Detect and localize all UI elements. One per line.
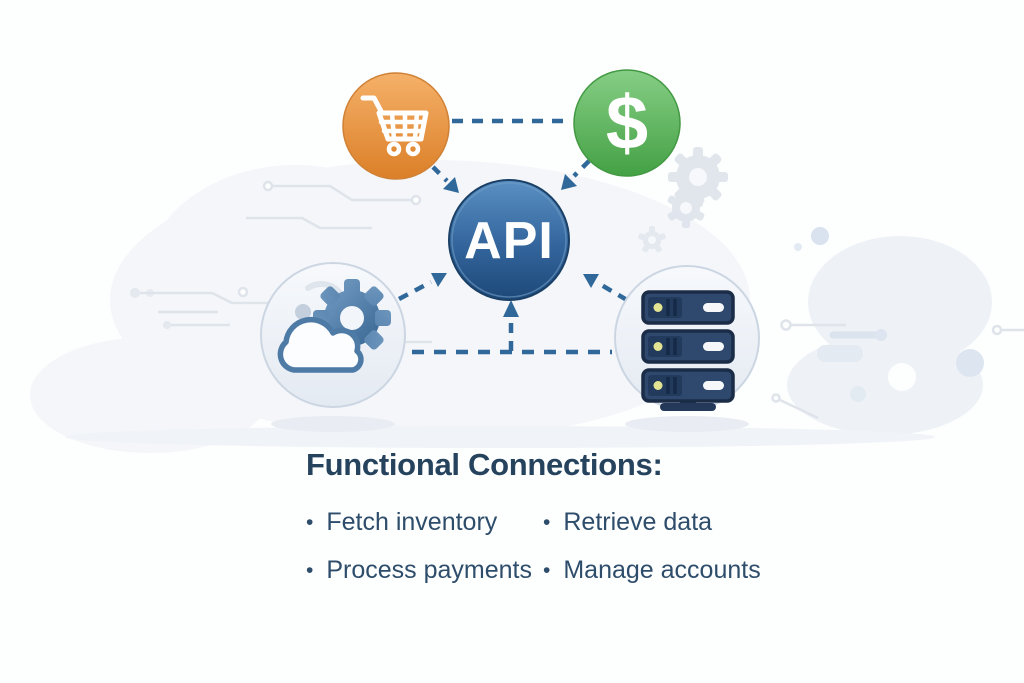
bullet-icon: • <box>306 511 314 534</box>
bullet-list: • Fetch inventory • Retrieve data • Proc… <box>306 508 786 585</box>
list-item-label: Fetch inventory <box>326 508 498 536</box>
connector-cart-api <box>431 165 449 183</box>
functional-connections-panel: Functional Connections: • Fetch inventor… <box>306 447 786 585</box>
list-item-label: Manage accounts <box>563 556 761 584</box>
list-item-fetch-inventory: • Fetch inventory <box>306 508 543 537</box>
connector-cloud-api <box>397 280 433 301</box>
arrowheads <box>431 174 599 317</box>
api-node: API <box>448 179 570 301</box>
shopping-cart-icon <box>360 95 429 157</box>
cloud-gear-node <box>260 262 406 408</box>
list-item-label: Retrieve data <box>563 508 713 536</box>
connectors <box>397 118 629 355</box>
decorative-gears-icon <box>638 147 728 253</box>
cloud-icon <box>277 316 364 373</box>
dollar-icon: $ <box>606 81 648 166</box>
list-item-process-payments: • Process payments <box>306 556 543 585</box>
list-item-label: Process payments <box>326 556 532 584</box>
gear-icon <box>313 279 391 357</box>
bullet-icon: • <box>543 559 551 582</box>
bullet-icon: • <box>306 559 314 582</box>
server-stack-icon <box>641 290 735 411</box>
list-item-manage-accounts: • Manage accounts <box>543 556 786 585</box>
api-label: API <box>464 212 554 270</box>
connector-server-api <box>596 281 629 302</box>
connector-dollar-api <box>572 159 591 178</box>
list-item-retrieve-data: • Retrieve data <box>543 508 786 537</box>
panel-title: Functional Connections: <box>306 447 663 482</box>
cart-node <box>342 72 450 180</box>
bullet-icon: • <box>543 511 551 534</box>
server-node <box>614 265 760 411</box>
dollar-node: $ <box>573 69 681 177</box>
